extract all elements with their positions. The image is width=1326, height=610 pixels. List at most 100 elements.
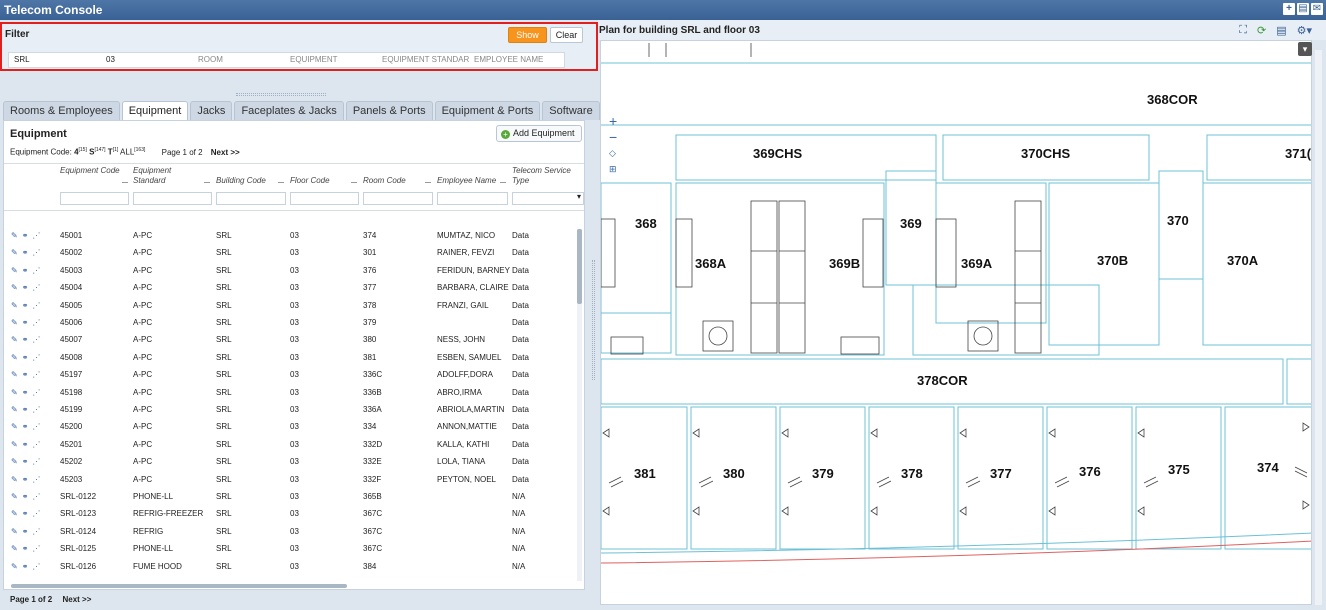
resize-grip[interactable]	[236, 93, 326, 96]
employee-name-column-filter[interactable]	[437, 192, 508, 205]
room-label[interactable]: 369B	[829, 256, 860, 271]
trace-icon[interactable]: ⋰	[32, 352, 41, 362]
trace-icon[interactable]: ⋰	[32, 439, 41, 449]
select-area-icon[interactable]: ⊞	[609, 164, 617, 174]
trace-icon[interactable]: ⋰	[32, 283, 41, 293]
edit-icon[interactable]: ✎	[11, 439, 18, 449]
trace-icon[interactable]: ⋰	[32, 370, 41, 380]
link-icon[interactable]: ⚭	[21, 544, 29, 554]
edit-icon[interactable]: ✎	[11, 509, 18, 519]
zoom-out-icon[interactable]: −	[609, 129, 618, 145]
footer-next-link[interactable]: Next >>	[62, 595, 92, 604]
code-4-link[interactable]: 4	[74, 147, 79, 157]
link-icon[interactable]: ⚭	[21, 248, 29, 258]
tab-faceplates-jacks[interactable]: Faceplates & Jacks	[234, 101, 344, 120]
room-label[interactable]: 374	[1257, 460, 1279, 475]
edit-icon[interactable]: ✎	[11, 352, 18, 362]
edit-icon[interactable]: ✎	[11, 457, 18, 467]
fit-view-icon[interactable]: ⛶	[1239, 24, 1247, 36]
room-label[interactable]: 368COR	[1147, 92, 1198, 107]
trace-icon[interactable]: ⋰	[32, 474, 41, 484]
equipment-code-column-filter[interactable]	[60, 192, 129, 205]
room-label[interactable]: 379	[812, 466, 834, 481]
col-equipment-standard[interactable]: Equipment Standard	[133, 166, 172, 185]
horizontal-scrollbar[interactable]	[11, 584, 347, 588]
equipment-standard-filter-input[interactable]: EQUIPMENT STANDARD	[382, 55, 469, 64]
code-t-link[interactable]: T	[107, 147, 113, 157]
edit-icon[interactable]: ✎	[11, 318, 18, 327]
room-label[interactable]: 369CHS	[753, 146, 802, 161]
trace-icon[interactable]: ⋰	[32, 509, 41, 519]
room-code-column-filter[interactable]	[363, 192, 433, 205]
equipment-filter-input[interactable]: EQUIPMENT	[290, 55, 338, 64]
floor-plan-canvas[interactable]: 368COR 369CHS 370CHS 371( 368 368A 369B …	[600, 40, 1312, 605]
link-icon[interactable]: ⚭	[21, 405, 29, 414]
trace-icon[interactable]: ⋰	[32, 318, 41, 327]
edit-icon[interactable]: ✎	[11, 526, 18, 536]
show-button[interactable]: Show	[508, 27, 547, 43]
link-icon[interactable]: ⚭	[21, 265, 29, 275]
pan-icon[interactable]: ◇	[609, 148, 616, 158]
edit-icon[interactable]: ✎	[11, 248, 18, 258]
tab-jacks[interactable]: Jacks	[190, 101, 233, 120]
link-icon[interactable]: ⚭	[21, 352, 29, 362]
room-label[interactable]: 381	[634, 466, 656, 481]
link-icon[interactable]: ⚭	[21, 509, 29, 519]
trace-icon[interactable]: ⋰	[32, 561, 41, 571]
edit-icon[interactable]: ✎	[11, 300, 18, 310]
room-label[interactable]: 375	[1168, 462, 1190, 477]
trace-icon[interactable]: ⋰	[32, 300, 41, 310]
trace-icon[interactable]: ⋰	[32, 265, 41, 275]
building-code-column-filter[interactable]	[216, 192, 286, 205]
link-icon[interactable]: ⚭	[21, 474, 29, 484]
scroll-thumb[interactable]	[577, 229, 582, 304]
link-icon[interactable]: ⚭	[21, 526, 29, 536]
col-equipment-code[interactable]: Equipment Code	[60, 166, 120, 175]
trace-icon[interactable]: ⋰	[32, 526, 41, 536]
panel-splitter[interactable]	[592, 260, 595, 380]
edit-icon[interactable]: ✎	[11, 422, 18, 432]
edit-icon[interactable]: ✎	[11, 561, 18, 571]
trace-icon[interactable]: ⋰	[32, 387, 41, 397]
col-employee-name[interactable]: Employee Name	[437, 176, 497, 185]
next-page-link[interactable]: Next >>	[210, 147, 240, 157]
trace-icon[interactable]: ⋰	[32, 544, 41, 554]
trace-icon[interactable]: ⋰	[32, 248, 41, 258]
edit-icon[interactable]: ✎	[11, 335, 18, 345]
link-icon[interactable]: ⚭	[21, 300, 29, 310]
edit-icon[interactable]: ✎	[11, 283, 18, 293]
print-icon[interactable]: ▤	[1297, 3, 1309, 15]
room-label[interactable]: 370B	[1097, 253, 1128, 268]
edit-icon[interactable]: ✎	[11, 474, 18, 484]
room-label[interactable]: 380	[723, 466, 745, 481]
equipment-standard-column-filter[interactable]	[133, 192, 212, 205]
link-icon[interactable]: ⚭	[21, 387, 29, 397]
tab-rooms-employees[interactable]: Rooms & Employees	[3, 101, 120, 120]
tab-software[interactable]: Software	[542, 101, 600, 120]
trace-icon[interactable]: ⋰	[32, 492, 41, 501]
room-label[interactable]: 368	[635, 216, 657, 231]
collapse-icon[interactable]: ▾	[1298, 42, 1312, 56]
edit-icon[interactable]: ✎	[11, 231, 18, 240]
zoom-in-icon[interactable]: +	[609, 113, 618, 129]
telecom-service-type-select[interactable]: ▾	[512, 192, 584, 205]
edit-icon[interactable]: ✎	[11, 492, 18, 501]
link-icon[interactable]: ⚭	[21, 457, 29, 467]
floor-filter-input[interactable]: 03	[106, 55, 115, 64]
room-label[interactable]: 368A	[695, 256, 727, 271]
col-room-code[interactable]: Room Code	[363, 176, 406, 185]
